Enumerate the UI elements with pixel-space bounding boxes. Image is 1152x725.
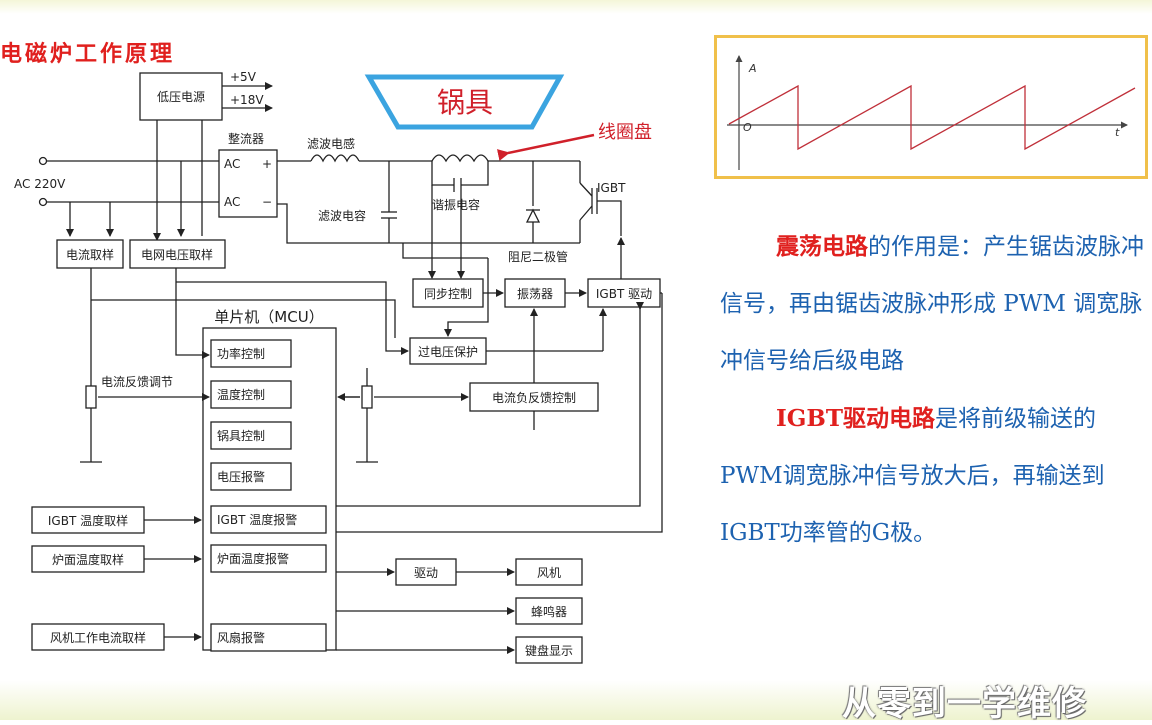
plus5v-label: +5V xyxy=(230,70,257,84)
origin-label: O xyxy=(743,121,752,134)
bottom-band xyxy=(0,680,1152,720)
svg-text:振荡器: 振荡器 xyxy=(517,287,553,301)
mcu-item: 电压报警 xyxy=(210,462,292,491)
mcu-item: 锅具控制 xyxy=(210,421,292,450)
igbt-paragraph: IGBT驱动电路是将前级输送的PWM调宽脉冲信号放大后，再输送到IGBT功率管的… xyxy=(720,390,1145,562)
svg-text:蜂鸣器: 蜂鸣器 xyxy=(531,604,567,619)
y-axis-label: A xyxy=(748,62,757,75)
oscillator-box: 振荡器 xyxy=(504,278,566,308)
svg-text:−: − xyxy=(262,195,272,209)
svg-text:温度控制: 温度控制 xyxy=(217,387,265,402)
svg-text:功率控制: 功率控制 xyxy=(217,346,265,361)
fan-box: 风机 xyxy=(515,558,583,586)
svg-text:电流负反馈控制: 电流负反馈控制 xyxy=(492,391,576,405)
current-feedback-adjust-label: 电流反馈调节 xyxy=(101,375,173,389)
svg-text:驱动: 驱动 xyxy=(414,566,438,580)
sync-control-box: 同步控制 xyxy=(412,278,484,308)
svg-text:锅具控制: 锅具控制 xyxy=(217,428,265,443)
rectifier: 整流器 AC AC + − xyxy=(218,131,278,218)
buzzer-box: 蜂鸣器 xyxy=(515,597,583,625)
pot-label: 锅具 xyxy=(437,86,493,119)
svg-text:过电压保护: 过电压保护 xyxy=(418,345,478,359)
svg-text:炉面温度报警: 炉面温度报警 xyxy=(217,551,289,566)
svg-text:风机工作电流取样: 风机工作电流取样 xyxy=(50,630,146,645)
coil-label: 线圈盘 xyxy=(598,122,652,143)
svg-text:低压电源: 低压电源 xyxy=(157,90,205,104)
top-band xyxy=(0,0,1152,14)
svg-text:炉面温度取样: 炉面温度取样 xyxy=(52,552,124,567)
igbt-drive-box: IGBT 驱动 xyxy=(587,278,661,308)
mcu-item: 风扇报警 xyxy=(210,623,327,652)
svg-text:风扇报警: 风扇报警 xyxy=(217,630,265,645)
svg-text:电网电压取样: 电网电压取样 xyxy=(141,247,213,262)
circuit-diagram: 锅具 线圈盘 低压电源 +5V +18V 整流器 AC AC + − AC 22… xyxy=(14,70,663,664)
ac-input-label: AC 220V xyxy=(14,177,66,191)
igbt-highlight: IGBT驱动电路 xyxy=(776,405,935,432)
sawtooth-waveform: A O t xyxy=(727,55,1136,170)
coil-callout: 线圈盘 xyxy=(496,122,652,161)
igbt-description: 是将前级输送的PWM调宽脉冲信号放大后，再输送到IGBT功率管的G极。 xyxy=(720,406,1105,546)
resonant-capacitor-label: 谐振电容 xyxy=(432,197,480,212)
igbt-label: IGBT xyxy=(597,181,626,195)
drive-box: 驱动 xyxy=(395,558,457,586)
igbt-temp-sampling-box: IGBT 温度取样 xyxy=(31,506,145,534)
svg-text:IGBT 驱动: IGBT 驱动 xyxy=(596,287,652,301)
surface-temp-sampling-box: 炉面温度取样 xyxy=(31,545,145,573)
svg-text:IGBT 温度报警: IGBT 温度报警 xyxy=(217,512,297,527)
mcu-item: 功率控制 xyxy=(210,339,292,368)
overvoltage-protect-box: 过电压保护 xyxy=(409,337,487,365)
pot: 锅具 xyxy=(364,74,565,130)
grid-voltage-sampling-box: 电网电压取样 xyxy=(129,239,226,269)
fan-current-sampling-box: 风机工作电流取样 xyxy=(31,623,165,651)
svg-text:同步控制: 同步控制 xyxy=(424,287,472,301)
keyboard-display-box: 键盘显示 xyxy=(515,636,583,664)
oscillator-paragraph: 震荡电路的作用是：产生锯齿波脉冲信号，再由锯齿波脉冲形成 PWM 调宽脉冲信号给… xyxy=(720,218,1145,390)
damper-diode-label: 阻尼二极管 xyxy=(508,249,568,264)
explanation-text: 震荡电路的作用是：产生锯齿波脉冲信号，再由锯齿波脉冲形成 PWM 调宽脉冲信号给… xyxy=(720,218,1145,562)
svg-text:风机: 风机 xyxy=(537,566,561,580)
sawtooth-line xyxy=(728,84,1136,151)
svg-text:单片机（MCU）: 单片机（MCU） xyxy=(214,308,323,326)
mcu-item: 炉面温度报警 xyxy=(210,544,327,573)
svg-text:整流器: 整流器 xyxy=(228,131,264,146)
slide-title: 电磁炉工作原理 xyxy=(0,41,176,67)
svg-text:IGBT 温度取样: IGBT 温度取样 xyxy=(48,513,128,528)
mcu-item: 温度控制 xyxy=(210,380,292,409)
svg-text:键盘显示: 键盘显示 xyxy=(525,643,573,658)
svg-text:+: + xyxy=(262,157,272,171)
svg-text:AC: AC xyxy=(224,195,240,209)
current-sampling-box: 电流取样 xyxy=(56,239,124,269)
waveform-panel: A O t xyxy=(714,35,1148,179)
oscillator-highlight: 震荡电路 xyxy=(776,233,868,260)
low-voltage-supply: 低压电源 xyxy=(139,72,223,121)
svg-text:AC: AC xyxy=(224,157,240,171)
x-axis-label: t xyxy=(1115,126,1120,139)
filter-inductor-label: 滤波电感 xyxy=(307,136,355,151)
plus18v-label: +18V xyxy=(230,93,264,107)
svg-text:电流取样: 电流取样 xyxy=(66,247,114,262)
mcu-item: IGBT 温度报警 xyxy=(210,505,327,534)
watermark: 从零到一学维修 xyxy=(842,684,1087,724)
filter-capacitor-label: 滤波电容 xyxy=(318,208,366,223)
current-negative-feedback-box: 电流负反馈控制 xyxy=(469,382,599,412)
oscillator-description: 的作用是：产生锯齿波脉冲信号，再由锯齿波脉冲形成 PWM 调宽脉冲信号给后级电路 xyxy=(720,234,1144,374)
svg-text:电压报警: 电压报警 xyxy=(217,469,265,484)
